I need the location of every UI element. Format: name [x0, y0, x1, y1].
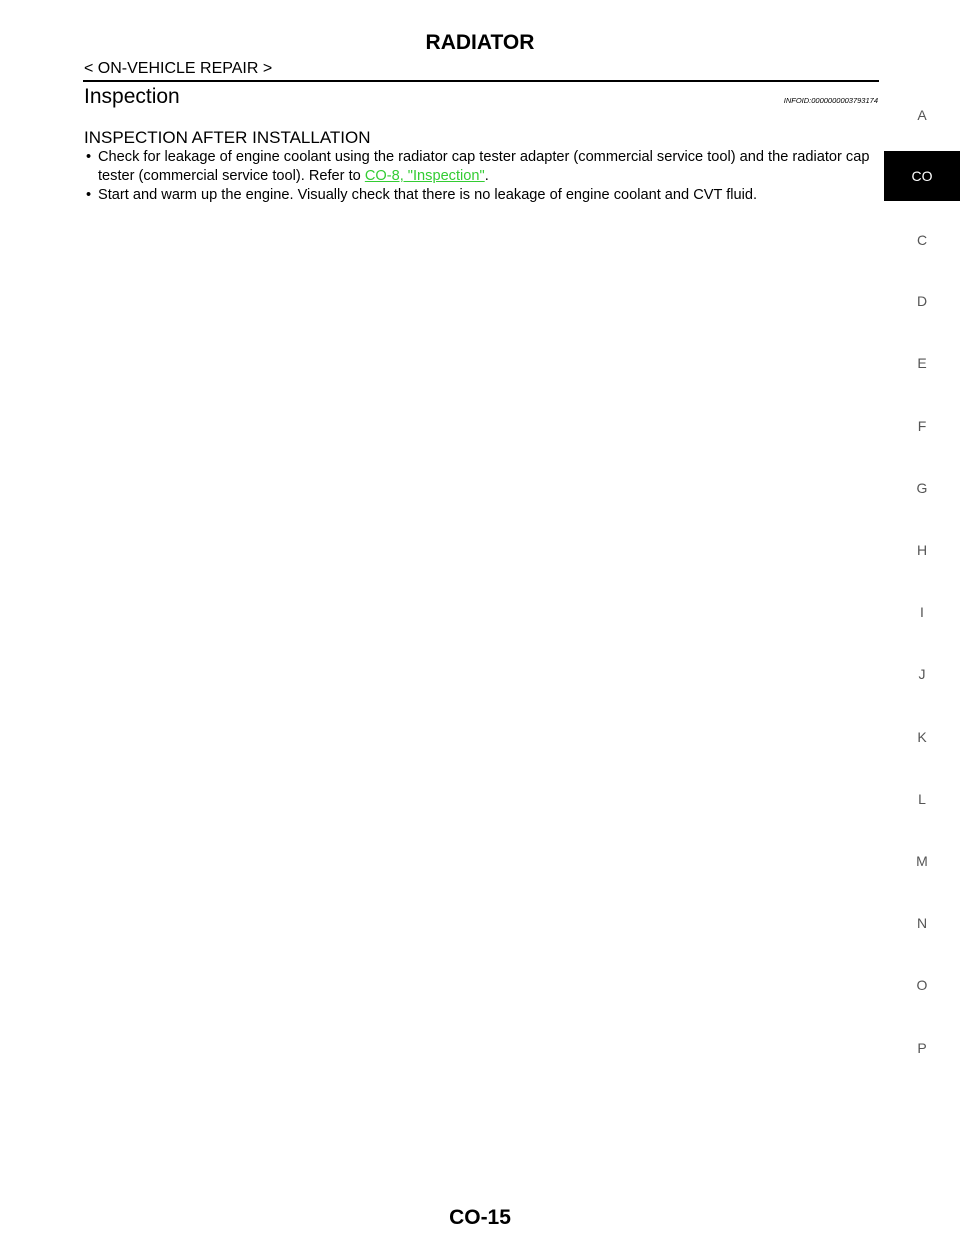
page-title: RADIATOR	[425, 31, 535, 54]
tab-c[interactable]: C	[916, 232, 928, 248]
info-id: INFOID:0000000003793174	[783, 96, 878, 105]
tab-j[interactable]: J	[918, 666, 926, 682]
tab-i[interactable]: I	[920, 604, 924, 620]
tab-co[interactable]: CO	[884, 151, 960, 201]
section-heading: Inspection	[84, 85, 180, 108]
page-number: CO-15	[449, 1206, 511, 1229]
tab-o[interactable]: O	[916, 977, 928, 993]
tab-e[interactable]: E	[917, 355, 927, 371]
tab-g[interactable]: G	[916, 480, 928, 496]
tab-a[interactable]: A	[917, 107, 927, 123]
tab-k[interactable]: K	[917, 729, 927, 745]
tab-m[interactable]: M	[916, 853, 928, 869]
bullet-text-end: .	[484, 168, 489, 184]
instruction-list: • Check for leakage of engine coolant us…	[84, 148, 880, 205]
bullet-icon: •	[86, 187, 92, 203]
tab-p[interactable]: P	[917, 1040, 927, 1056]
tab-n[interactable]: N	[916, 915, 928, 931]
list-item: • Check for leakage of engine coolant us…	[84, 148, 880, 186]
bullet-text: Check for leakage of engine coolant usin…	[98, 149, 870, 184]
bullet-icon: •	[86, 149, 92, 165]
tab-f[interactable]: F	[917, 418, 927, 434]
header-divider	[83, 80, 879, 82]
section-index-tabs: A CO C D E F G H I J K L M N O P	[884, 0, 960, 1242]
tab-d[interactable]: D	[916, 293, 928, 309]
subsection-heading: INSPECTION AFTER INSTALLATION	[84, 128, 371, 147]
section-breadcrumb: < ON-VEHICLE REPAIR >	[84, 60, 273, 77]
tab-h[interactable]: H	[916, 542, 928, 558]
bullet-text: Start and warm up the engine. Visually c…	[98, 187, 758, 203]
list-item: • Start and warm up the engine. Visually…	[84, 186, 880, 205]
cross-reference-link[interactable]: CO-8, "Inspection"	[364, 168, 485, 184]
tab-l[interactable]: L	[918, 791, 926, 807]
